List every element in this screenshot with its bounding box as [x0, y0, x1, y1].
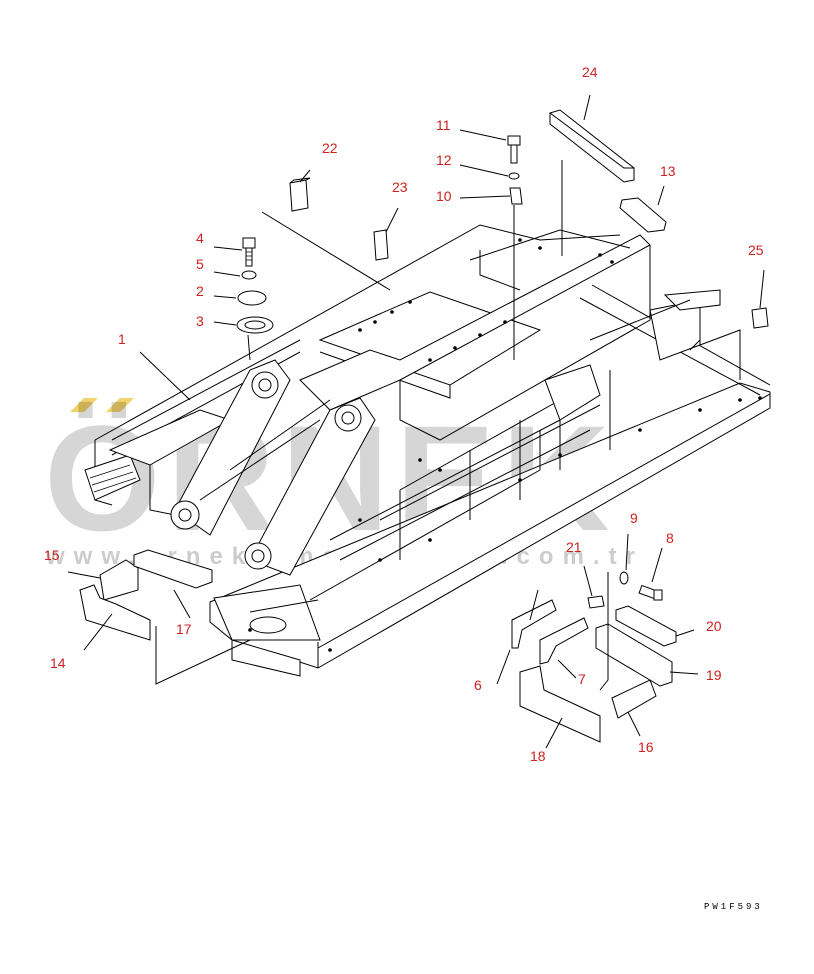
part-label-8: 8 [666, 530, 674, 546]
part-7-bracket [539, 617, 589, 665]
part-23-bracket [373, 229, 389, 261]
watermark-accent-left [70, 398, 98, 412]
part-14-plate [79, 584, 151, 641]
part-label-24: 24 [582, 64, 598, 80]
drawing-code: PW1F593 [704, 902, 763, 912]
part-label-1: 1 [118, 331, 126, 347]
part-label-21: 21 [566, 539, 582, 555]
part-label-17: 17 [176, 621, 192, 637]
part-label-4: 4 [196, 230, 204, 246]
part-15-plate [99, 559, 139, 601]
part-label-16: 16 [638, 739, 654, 755]
main-frame [84, 224, 771, 677]
watermark-accent-right [106, 398, 134, 412]
part-label-25: 25 [748, 242, 764, 258]
leader-lines [67, 94, 765, 749]
part-11-bolt [507, 135, 521, 164]
part-4-bolt [242, 237, 256, 267]
part-label-11: 11 [436, 117, 451, 133]
part-label-19: 19 [706, 667, 722, 683]
part-22-block [289, 177, 311, 212]
part-9-washer [619, 571, 629, 585]
part-12-washer [508, 172, 520, 180]
part-8-bolt [638, 584, 663, 601]
part-label-14: 14 [50, 655, 66, 671]
part-13-bar [619, 197, 667, 233]
part-label-18: 18 [530, 748, 546, 764]
part-label-6: 6 [474, 677, 482, 693]
part-5-washer [241, 270, 257, 280]
part-10-spacer [509, 187, 523, 205]
part-label-23: 23 [392, 179, 408, 195]
part-label-20: 20 [706, 618, 722, 634]
part-16-block [611, 679, 657, 719]
part-21-spacer [587, 595, 605, 609]
part-label-3: 3 [196, 313, 204, 329]
part-label-13: 13 [660, 163, 676, 179]
part-label-7: 7 [578, 671, 586, 687]
part-6-bracket [511, 599, 557, 649]
part-label-9: 9 [630, 510, 638, 526]
frame-holes [248, 238, 762, 652]
part-label-22: 22 [322, 140, 338, 156]
part-24-plate [549, 109, 635, 183]
part-label-5: 5 [196, 256, 204, 272]
part-label-12: 12 [436, 152, 452, 168]
part-17-bar [133, 549, 213, 589]
part-20-bar [615, 605, 677, 647]
part-2-plate [237, 290, 267, 306]
part-25-block [751, 307, 769, 329]
part-label-2: 2 [196, 283, 204, 299]
part-label-10: 10 [436, 188, 452, 204]
part-18-plate [519, 665, 601, 743]
loose-parts [79, 109, 769, 743]
part-labels: 1 2 3 4 5 6 7 8 9 10 11 12 13 14 15 16 1… [44, 64, 764, 764]
part-3-ring [236, 316, 274, 334]
part-label-15: 15 [44, 547, 60, 563]
